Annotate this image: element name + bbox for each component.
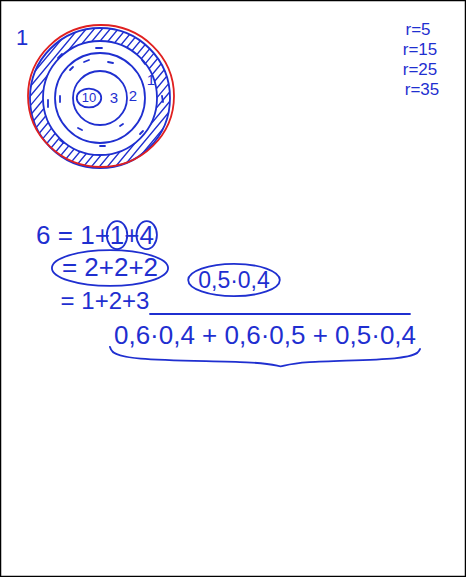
circle-mark — [52, 250, 168, 286]
hatch-line — [160, 10, 310, 190]
circle-marks — [52, 89, 280, 297]
hatch-line — [168, 10, 318, 190]
ring-score: 1 — [147, 71, 155, 88]
hatch-line — [8, 10, 158, 190]
radius-note: r=5 — [405, 20, 430, 40]
hatch-line — [248, 10, 398, 190]
circle-mark — [77, 89, 101, 108]
hatch-line — [0, 10, 62, 190]
hatch-line — [200, 10, 350, 190]
hatch-line — [40, 10, 190, 190]
equation: = 1+2+3 — [61, 287, 150, 315]
hatch-line — [0, 10, 110, 190]
hatch-line — [176, 10, 326, 190]
hatch-line — [64, 10, 214, 190]
hatch-line — [208, 10, 358, 190]
hatch-line — [144, 10, 294, 190]
hatch-line — [0, 10, 30, 190]
hatch-line — [256, 10, 406, 190]
hatch-line — [192, 10, 342, 190]
sum-expression: 0,6·0,4 + 0,6·0,5 + 0,5·0,4 — [114, 321, 416, 351]
ring-score: 2 — [129, 87, 137, 104]
hatch-line — [128, 10, 278, 190]
hatch-line — [0, 10, 46, 190]
hatch-line — [72, 10, 222, 190]
hatch-line — [224, 10, 374, 190]
corner-number: 1 — [16, 25, 28, 50]
hatch-line — [0, 10, 126, 190]
radius-note: r=25 — [403, 60, 438, 80]
fraction-bar — [150, 313, 410, 315]
hatch-line — [136, 10, 286, 190]
ring — [73, 71, 127, 125]
ring-score: 10 — [82, 91, 96, 106]
radius-note: r=35 — [405, 80, 440, 100]
equation: = 2+2+2 — [62, 253, 158, 283]
hatch-line — [96, 10, 246, 190]
product: 0,5·0,4 — [198, 267, 270, 293]
hatching — [0, 10, 406, 190]
ring-score: 3 — [110, 89, 118, 106]
hatch-line — [0, 10, 134, 190]
hatch-line — [24, 10, 174, 190]
hatch-line — [0, 10, 78, 190]
ring — [55, 53, 145, 143]
red-outline — [28, 25, 174, 167]
hatch-line — [80, 10, 230, 190]
equation: 6 = 1+1+4 — [36, 221, 154, 251]
hatch-line — [112, 10, 262, 190]
hatch-line — [0, 10, 54, 190]
radius-note: r=15 — [403, 40, 438, 60]
scribble-marks — [48, 48, 163, 146]
hatch-line — [184, 10, 334, 190]
hatch-line — [0, 10, 38, 190]
hatch-line — [16, 10, 166, 190]
hatch-line — [240, 10, 390, 190]
target-drawing — [0, 10, 406, 190]
circle-mark — [188, 264, 280, 296]
hatch-line — [32, 10, 182, 190]
hatch-line — [0, 10, 14, 190]
hatch-line — [216, 10, 366, 190]
hatch-line — [232, 10, 382, 190]
hatch-line — [0, 10, 142, 190]
hatch-line — [0, 10, 6, 190]
